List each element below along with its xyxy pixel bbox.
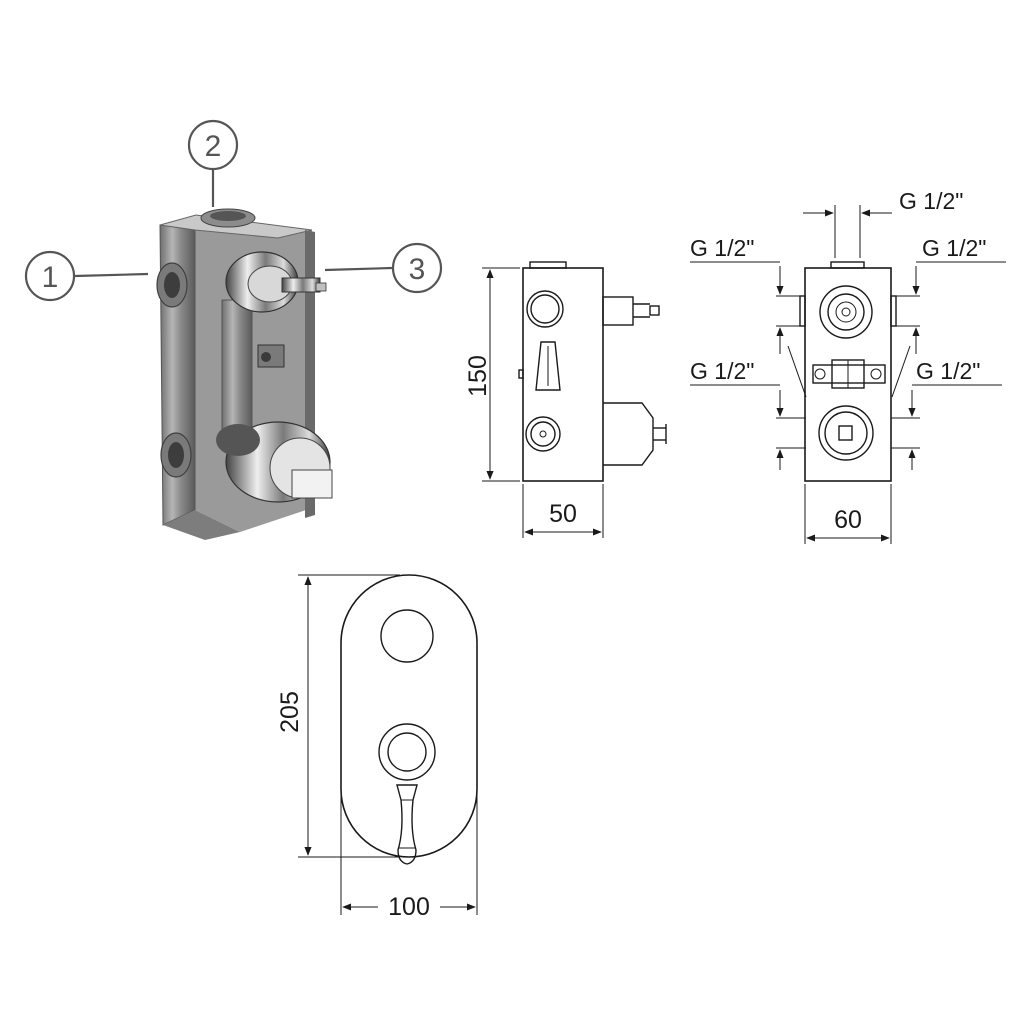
plate-height-label: 205 [276, 691, 304, 733]
svg-text:1: 1 [42, 261, 59, 294]
plate-width-label: 100 [388, 893, 430, 921]
svg-text:2: 2 [205, 130, 222, 163]
left-upper-thread-label: G 1/2" [690, 235, 754, 261]
left-lower-thread-label: G 1/2" [690, 358, 754, 384]
right-lower-thread-label: G 1/2" [916, 358, 980, 384]
callout-3: 3 [324, 242, 443, 294]
side-height-label: 150 [464, 355, 492, 397]
valve-body-illustration [156, 208, 333, 540]
top-thread-label: G 1/2" [899, 188, 963, 214]
right-upper-thread-label: G 1/2" [922, 235, 986, 261]
side-width-label: 50 [549, 500, 577, 528]
front-width-label: 60 [834, 506, 862, 534]
svg-text:3: 3 [409, 253, 426, 286]
cover-plate: 205 100 [276, 574, 478, 921]
callout-2: 2 [187, 119, 239, 207]
front-view: G 1/2" G 1/2" G 1/2" G 1/2" G 1/2" 60 [690, 188, 1006, 544]
callout-1: 1 [24, 250, 149, 302]
side-view: 150 50 [464, 261, 667, 538]
